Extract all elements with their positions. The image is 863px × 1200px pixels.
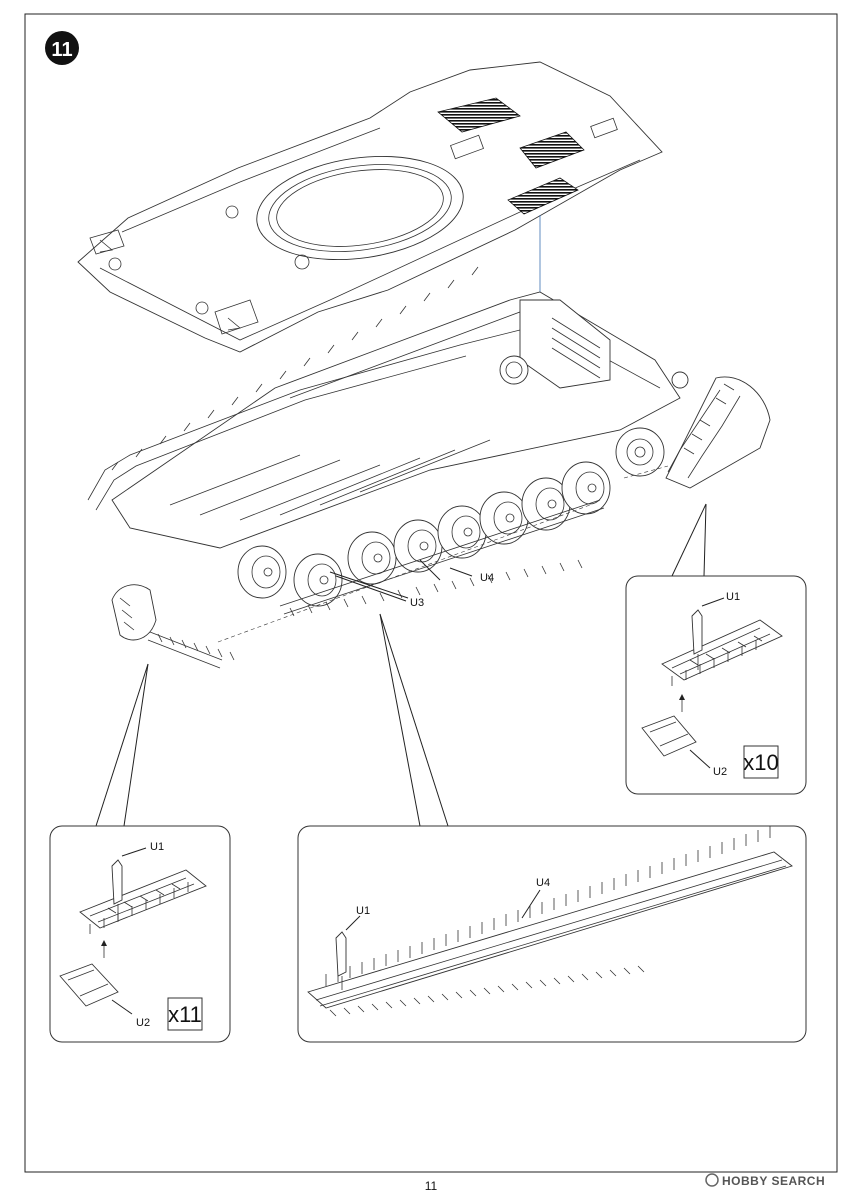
road-wheel: [237, 545, 287, 599]
detail-callout-left: U1 U2 x11: [49, 825, 231, 1043]
loose-track-segment-right: [665, 376, 771, 489]
watermark-text: HOBBY SEARCH: [722, 1174, 825, 1188]
detail-callout-right: U1 U2 x10: [625, 575, 807, 795]
page-border: [24, 13, 838, 1173]
multiplier-x11: x11: [168, 1002, 202, 1027]
label-u1-right: U1: [726, 591, 740, 603]
fit-guide-left: [217, 504, 591, 643]
watermark: HOBBY SEARCH: [705, 1173, 825, 1188]
fit-guide-right: [623, 465, 669, 479]
near-track-run: [279, 499, 605, 617]
road-wheels: [237, 461, 611, 607]
label-u3-main: U3: [410, 597, 424, 609]
detail-callout-center: U1 U4: [297, 825, 807, 1043]
road-wheel: [347, 531, 397, 585]
road-wheel: [437, 505, 487, 559]
label-u2-right: U2: [713, 766, 727, 778]
upper-hull-part: [77, 61, 663, 353]
label-u1-center: U1: [356, 905, 370, 917]
step-number-badge: 11: [45, 31, 79, 65]
road-wheel: [479, 491, 529, 545]
multiplier-x10: x10: [743, 750, 778, 775]
callout-leaders: [95, 503, 707, 827]
loose-track-segment-left: [111, 584, 235, 669]
label-u4-center: U4: [536, 877, 550, 889]
watermark-logo-icon: [705, 1173, 719, 1187]
road-wheel: [293, 553, 343, 607]
label-u1-left: U1: [150, 841, 164, 853]
step-number: 11: [51, 39, 72, 61]
label-u2-left: U2: [136, 1017, 150, 1029]
lower-hull-chassis: [87, 266, 689, 549]
label-u4-main: U4: [480, 572, 494, 584]
page-number: 11: [425, 1179, 438, 1193]
